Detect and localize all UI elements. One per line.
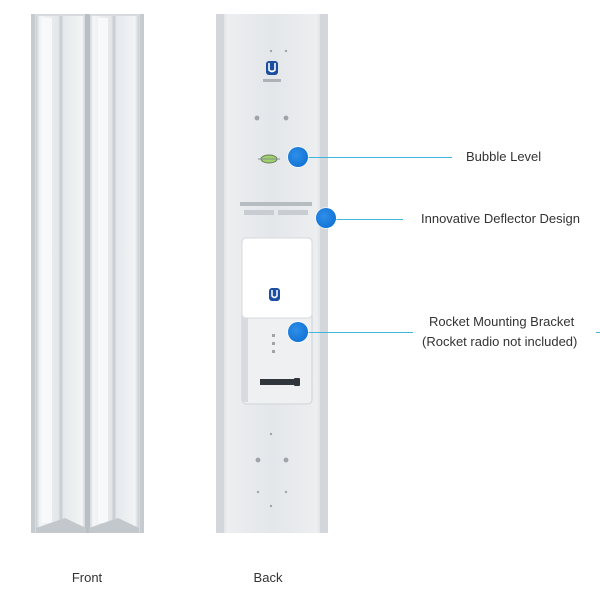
rocket-mounting-bracket xyxy=(241,237,313,405)
bracket-label-line2: (Rocket radio not included) xyxy=(422,334,578,349)
bracket-line-end xyxy=(596,332,600,333)
front-caption: Front xyxy=(71,570,103,585)
bracket-dot xyxy=(288,322,308,342)
bracket-label-line1: Rocket Mounting Bracket xyxy=(429,314,575,329)
deflector-label: Innovative Deflector Design xyxy=(421,211,580,226)
bubble-level-dot xyxy=(288,147,308,167)
bubble-level-part xyxy=(258,154,280,164)
bubble-level-label: Bubble Level xyxy=(466,149,542,164)
deflector-dot xyxy=(316,208,336,228)
deflector-line xyxy=(328,219,403,220)
front-antenna-image xyxy=(31,14,144,533)
back-caption: Back xyxy=(253,570,283,585)
ubiquiti-logo-top xyxy=(263,61,281,82)
bubble-level-line xyxy=(300,157,452,158)
back-antenna-image xyxy=(216,14,328,533)
bracket-line xyxy=(300,332,413,333)
product-label-sticker xyxy=(240,202,312,215)
